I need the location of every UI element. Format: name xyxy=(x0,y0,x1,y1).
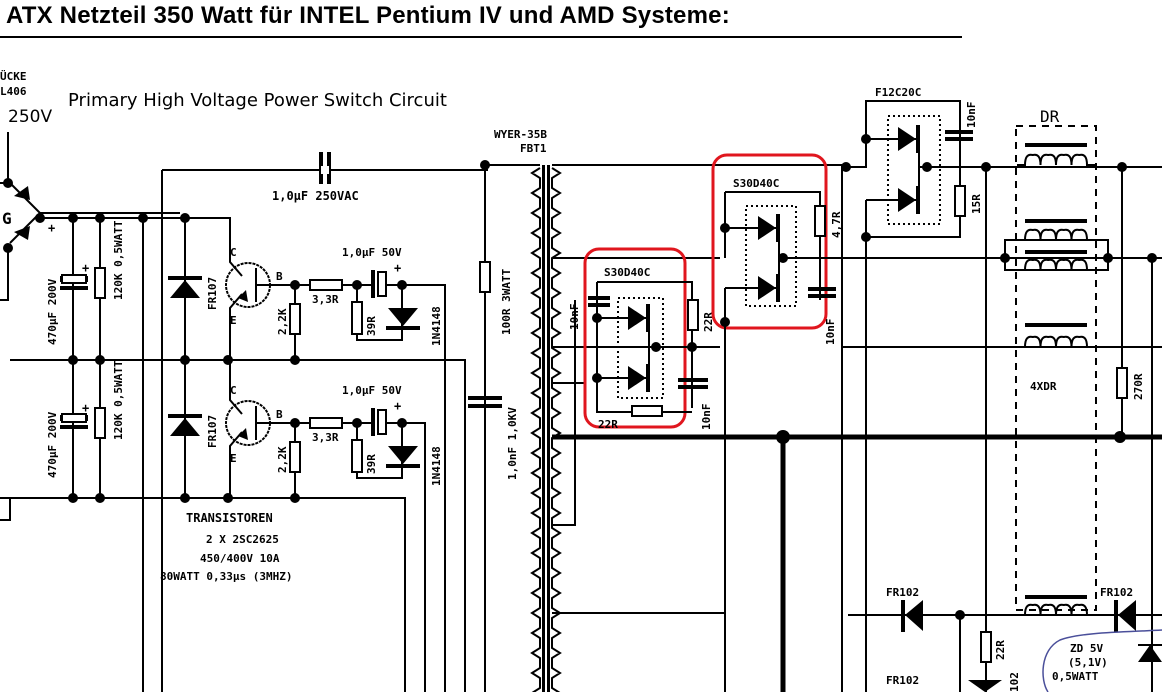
bulk-cap-top-label: 470µF 200V xyxy=(46,278,59,345)
bulk-capacitors: + 470µF 200V + 470µF 200V 120K 0,5WATT 1… xyxy=(46,218,125,498)
svg-text:B: B xyxy=(276,408,283,421)
svg-text:+: + xyxy=(82,261,89,275)
svg-text:15R: 15R xyxy=(970,194,983,214)
svg-text:0,5WATT: 0,5WATT xyxy=(1052,670,1099,683)
svg-text:1N4148: 1N4148 xyxy=(430,446,443,486)
svg-text:FR102: FR102 xyxy=(886,674,919,687)
svg-text:1N4148: 1N4148 xyxy=(430,306,443,346)
svg-text:10nF: 10nF xyxy=(965,102,978,129)
bleed-res-bottom-label: 120K 0,5WATT xyxy=(112,360,125,440)
svg-text:+: + xyxy=(82,401,89,415)
bridge-rectifier: ÜCKE L406 250V G + xyxy=(0,69,180,521)
svg-text:TRANSISTOREN: TRANSISTOREN xyxy=(186,511,273,525)
svg-text:2 X 2SC2625: 2 X 2SC2625 xyxy=(206,533,279,546)
svg-text:C: C xyxy=(230,384,237,397)
svg-text:80WATT 0,33µs (3MHZ): 80WATT 0,33µs (3MHZ) xyxy=(160,570,292,583)
svg-text:S30D40C: S30D40C xyxy=(604,266,650,279)
switch-stage-bottom: FR107 C B E 2,2K 3,3R 1,0µF 50V + 39R 1N… xyxy=(168,360,446,692)
svg-text:450/400V 10A: 450/400V 10A xyxy=(200,552,280,565)
svg-text:4XDR: 4XDR xyxy=(1030,380,1057,393)
svg-text:+: + xyxy=(394,261,401,275)
highlight-box xyxy=(711,153,828,330)
bridge-diode-icon xyxy=(14,186,30,200)
svg-text:22R: 22R xyxy=(994,640,1007,660)
primary-rails xyxy=(0,169,488,692)
svg-text:1,0µF 50V: 1,0µF 50V xyxy=(342,246,402,259)
svg-text:2,2K: 2,2K xyxy=(276,308,289,335)
svg-text:ZD 5V: ZD 5V xyxy=(1070,642,1103,655)
svg-text:B: B xyxy=(276,270,283,283)
svg-text:22R: 22R xyxy=(598,418,618,431)
bulk-cap-bottom-label: 470µF 200V xyxy=(46,411,59,478)
svg-text:2,2K: 2,2K xyxy=(276,446,289,473)
svg-text:270R: 270R xyxy=(1132,373,1145,400)
circuit-subtitle: Primary High Voltage Power Switch Circui… xyxy=(68,90,447,111)
svg-text:FR102: FR102 xyxy=(886,586,919,599)
bridge-diode-icon xyxy=(14,226,30,240)
bridge-plus-label: + xyxy=(48,221,55,235)
diode-top-label: FR107 xyxy=(206,277,219,310)
diode-bottom-label: FR107 xyxy=(206,415,219,448)
svg-text:100R 3WATT: 100R 3WATT xyxy=(500,268,513,335)
switch-stage-top: FR107 C B E 2,2K 3,3R 1,0µF 50V + 39R 1N… xyxy=(168,218,446,360)
svg-text:10nF: 10nF xyxy=(700,404,713,431)
bridge-voltage-label: 250V xyxy=(8,107,52,127)
svg-text:10nF: 10nF xyxy=(568,304,581,331)
highlight-box xyxy=(583,247,687,429)
bleed-res-top-label: 120K 0,5WATT xyxy=(112,220,125,300)
title-underline xyxy=(0,36,962,38)
zener-annotation xyxy=(1042,629,1162,692)
svg-text:3,3R: 3,3R xyxy=(312,431,339,444)
svg-text:FBT1: FBT1 xyxy=(520,142,547,155)
rectifier-f12c20c: F12C20C 10nF 15R xyxy=(841,86,1162,692)
svg-text:WYER-35B: WYER-35B xyxy=(494,128,547,141)
primary-winding xyxy=(530,167,541,692)
svg-text:102: 102 xyxy=(1008,672,1021,692)
svg-text:DR: DR xyxy=(1040,107,1060,126)
bridge-label-2: L406 xyxy=(0,85,27,98)
svg-text:3,3R: 3,3R xyxy=(312,293,339,306)
svg-text:E: E xyxy=(230,452,237,465)
bridge-g-label: G xyxy=(2,209,12,228)
svg-text:(5,1V): (5,1V) xyxy=(1068,656,1108,669)
svg-text:4,7R: 4,7R xyxy=(830,211,843,238)
page-title: ATX Netzteil 350 Watt für INTEL Pentium … xyxy=(6,2,730,29)
svg-text:+: + xyxy=(394,399,401,413)
svg-text:E: E xyxy=(230,314,237,327)
svg-text:1,0nF 1,0KV: 1,0nF 1,0KV xyxy=(506,407,519,480)
rectifier-s30d40c-2: S30D40C 4,7R 10nF xyxy=(711,153,1162,692)
svg-text:F12C20C: F12C20C xyxy=(875,86,921,99)
svg-text:1,0µF 50V: 1,0µF 50V xyxy=(342,384,402,397)
bridge-label-1: ÜCKE xyxy=(0,69,27,83)
transistor-note: TRANSISTOREN 2 X 2SC2625 450/400V 10A 80… xyxy=(160,511,292,583)
svg-text:39R: 39R xyxy=(365,316,378,336)
svg-text:39R: 39R xyxy=(365,454,378,474)
svg-text:FR102: FR102 xyxy=(1100,586,1133,599)
svg-text:S30D40C: S30D40C xyxy=(733,177,779,190)
coupling-cap-label: 1,0µF 250VAC xyxy=(272,189,359,203)
coupling-capacitor: 1,0µF 250VAC xyxy=(272,152,359,203)
secondary-winding xyxy=(551,167,562,692)
rectifier-s30d40c-1: S30D40C 10nF 22R 22R 10nF xyxy=(568,247,720,431)
svg-text:C: C xyxy=(230,246,237,259)
standby-section: FR102 22R 102 FR102 FR102 ZD 5V (5,1V) 0… xyxy=(848,586,1162,692)
svg-text:10nF: 10nF xyxy=(824,319,837,346)
